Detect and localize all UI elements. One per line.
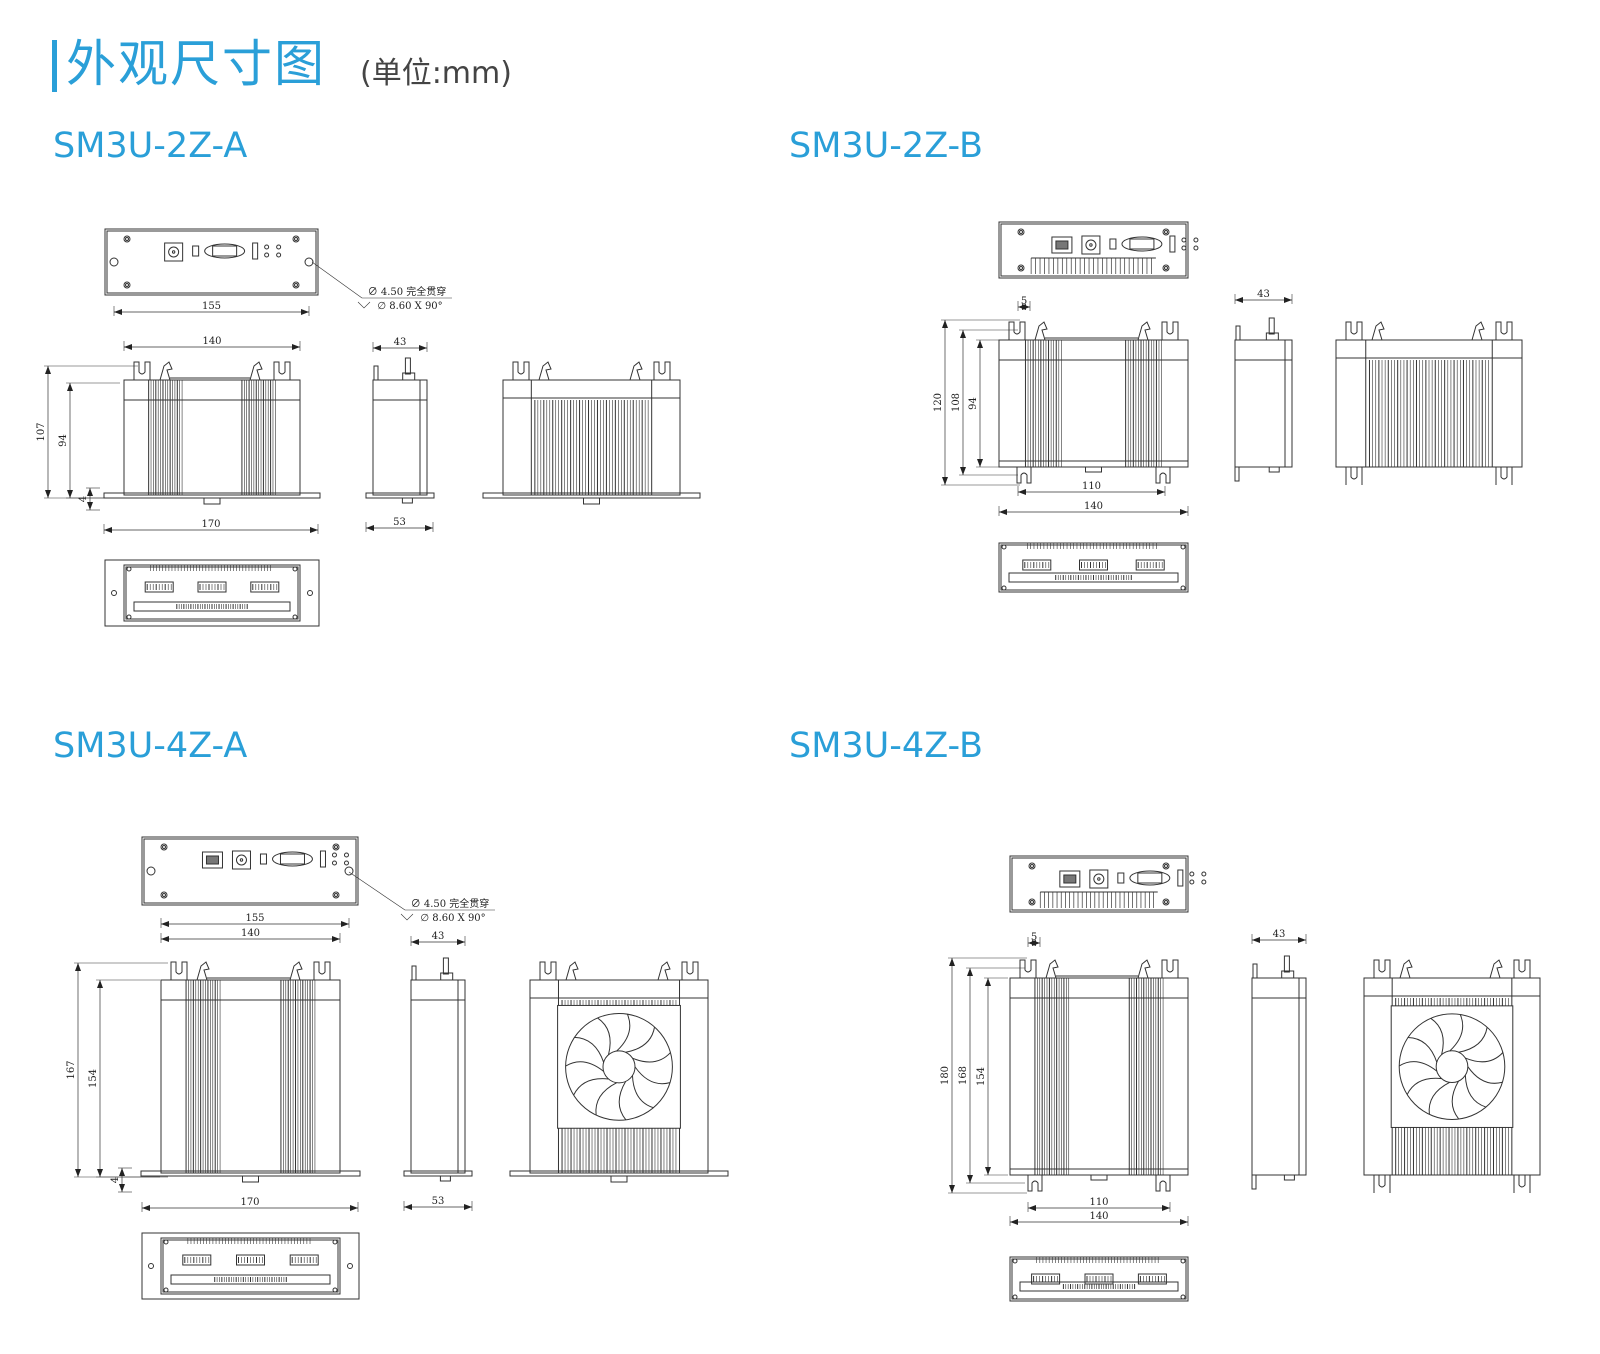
bottom-panel-2z-b (998, 542, 1189, 593)
front-panel-2z-a (104, 228, 319, 296)
rear-view-2z-a (482, 361, 701, 505)
side-view-4z-b (1251, 955, 1307, 1190)
hole-note-4z-a-note-1: ∅ 4.50 完全贯穿 (411, 897, 490, 910)
dim-body-height-4z-b-label: 154 (976, 1067, 987, 1086)
dim-total-height-4z-a-label: 167 (66, 1060, 77, 1079)
dim-total-height-4z-b-label: 180 (940, 1066, 951, 1085)
dim-clip-width-2z-b (1017, 301, 1031, 311)
model-title-2z-a: SM3U-2Z-A (53, 126, 248, 166)
hole-note-2z-a (311, 261, 452, 309)
dim-mid-height-2z-b (959, 329, 1018, 476)
dim-clip-width-4z-b (1027, 937, 1041, 947)
dim-flange-2z-a (86, 487, 100, 511)
hole-note-2z-a-note-2: ∅ 8.60 X 90° (377, 301, 442, 312)
dim-hole-spacing-4z-b (1027, 1202, 1171, 1212)
main-view-4z-a (140, 961, 361, 1183)
dim-clip-width-2z-b-label: 5 (1021, 296, 1027, 307)
hole-note-4z-a (348, 871, 495, 921)
dim-body-height-4z-a-label: 154 (88, 1069, 99, 1088)
dim-total-height-2z-a-label: 107 (36, 422, 47, 441)
model-title-4z-a: SM3U-4Z-A (53, 726, 248, 766)
rear-view-4z-b (1363, 959, 1541, 1193)
dim-side-width-2z-a (372, 342, 428, 352)
dim-side-width-4z-a-label: 43 (432, 931, 445, 942)
dim-total-height-2z-b (941, 319, 1020, 486)
dim-panel-width-2z-a-label: 155 (202, 301, 221, 312)
dim-mid-height-4z-b-label: 168 (958, 1066, 969, 1085)
rear-view-2z-b (1335, 321, 1523, 485)
dim-flange-width-2z-a-label: 170 (201, 519, 220, 530)
dim-side-flange-4z-a (403, 1201, 473, 1211)
dim-flange-width-4z-a (141, 1202, 359, 1212)
title-accent-bar (52, 40, 57, 92)
side-view-2z-b (1234, 317, 1293, 482)
rear-view-4z-a (509, 961, 729, 1183)
dim-body-height-2z-a-label: 94 (58, 434, 69, 447)
page-title: 外观尺寸图 (66, 35, 326, 93)
dim-side-width-2z-a-label: 43 (394, 337, 407, 348)
main-view-2z-b (998, 321, 1189, 484)
main-view-4z-b (1009, 959, 1189, 1192)
dim-body-width-2z-b (998, 506, 1189, 516)
bottom-panel-2z-a (104, 559, 320, 627)
dim-body-width-2z-a-label: 140 (202, 336, 221, 347)
dim-side-width-2z-b (1234, 294, 1293, 304)
dim-total-height-4z-b (948, 957, 1027, 1194)
dim-panel-width-2z-a (113, 306, 310, 316)
dim-side-width-2z-b-label: 43 (1257, 289, 1270, 300)
dim-side-flange-4z-a-label: 53 (432, 1196, 445, 1207)
dim-body-width-4z-b (1009, 1216, 1189, 1226)
hole-note-4z-a-note-2: ∅ 8.60 X 90° (420, 913, 485, 924)
dim-flange-2z-a-label: 4 (78, 496, 89, 502)
dim-hole-spacing-4z-b-label: 110 (1089, 1197, 1108, 1208)
dim-mid-height-2z-b-label: 108 (951, 393, 962, 412)
dim-hole-spacing-2z-b (1017, 486, 1166, 496)
dim-side-width-4z-a (410, 936, 466, 946)
dim-flange-4z-a-label: 4 (110, 1177, 121, 1183)
bottom-panel-4z-b (1009, 1256, 1189, 1302)
hole-note-2z-a-note-1: ∅ 4.50 完全贯穿 (368, 285, 447, 298)
dim-side-flange-2z-a (365, 522, 434, 532)
dim-side-width-4z-b (1251, 934, 1307, 944)
dim-body-width-2z-b-label: 140 (1084, 501, 1103, 512)
dim-flange-4z-a (118, 1167, 132, 1193)
side-view-2z-a (365, 357, 435, 504)
dim-body-width-2z-a (123, 341, 301, 351)
dim-flange-width-4z-a-label: 170 (240, 1197, 259, 1208)
dim-flange-width-2z-a (103, 524, 319, 534)
dim-panel-width-4z-a (160, 918, 350, 928)
bottom-panel-4z-a (141, 1232, 360, 1300)
side-view-4z-a (403, 957, 473, 1182)
dim-body-width-4z-b-label: 140 (1089, 1211, 1108, 1222)
model-title-2z-b: SM3U-2Z-B (789, 126, 983, 166)
model-title-4z-b: SM3U-4Z-B (789, 726, 983, 766)
dim-side-flange-2z-a-label: 53 (393, 517, 406, 528)
dim-hole-spacing-2z-b-label: 110 (1082, 481, 1101, 492)
dim-body-height-4z-a (96, 979, 160, 1178)
dim-body-height-2z-a (66, 382, 120, 499)
dim-mid-height-4z-b (966, 967, 1025, 1184)
dim-clip-width-4z-b-label: 5 (1031, 932, 1037, 943)
dim-body-width-4z-a-label: 140 (241, 928, 260, 939)
dim-panel-width-4z-a-label: 155 (245, 913, 264, 924)
dim-body-height-4z-b (984, 977, 1008, 1176)
front-panel-4z-a (141, 836, 359, 906)
dim-body-height-2z-b (976, 339, 1000, 468)
dim-side-width-4z-b-label: 43 (1273, 929, 1286, 940)
front-panel-4z-b (1009, 855, 1207, 913)
dim-body-width-4z-a (160, 933, 341, 943)
front-panel-2z-b (998, 221, 1199, 279)
unit-label: (单位:mm) (360, 56, 512, 91)
main-view-2z-a (103, 361, 321, 505)
dim-body-height-2z-b-label: 94 (968, 397, 979, 410)
dim-total-height-2z-b-label: 120 (933, 393, 944, 412)
